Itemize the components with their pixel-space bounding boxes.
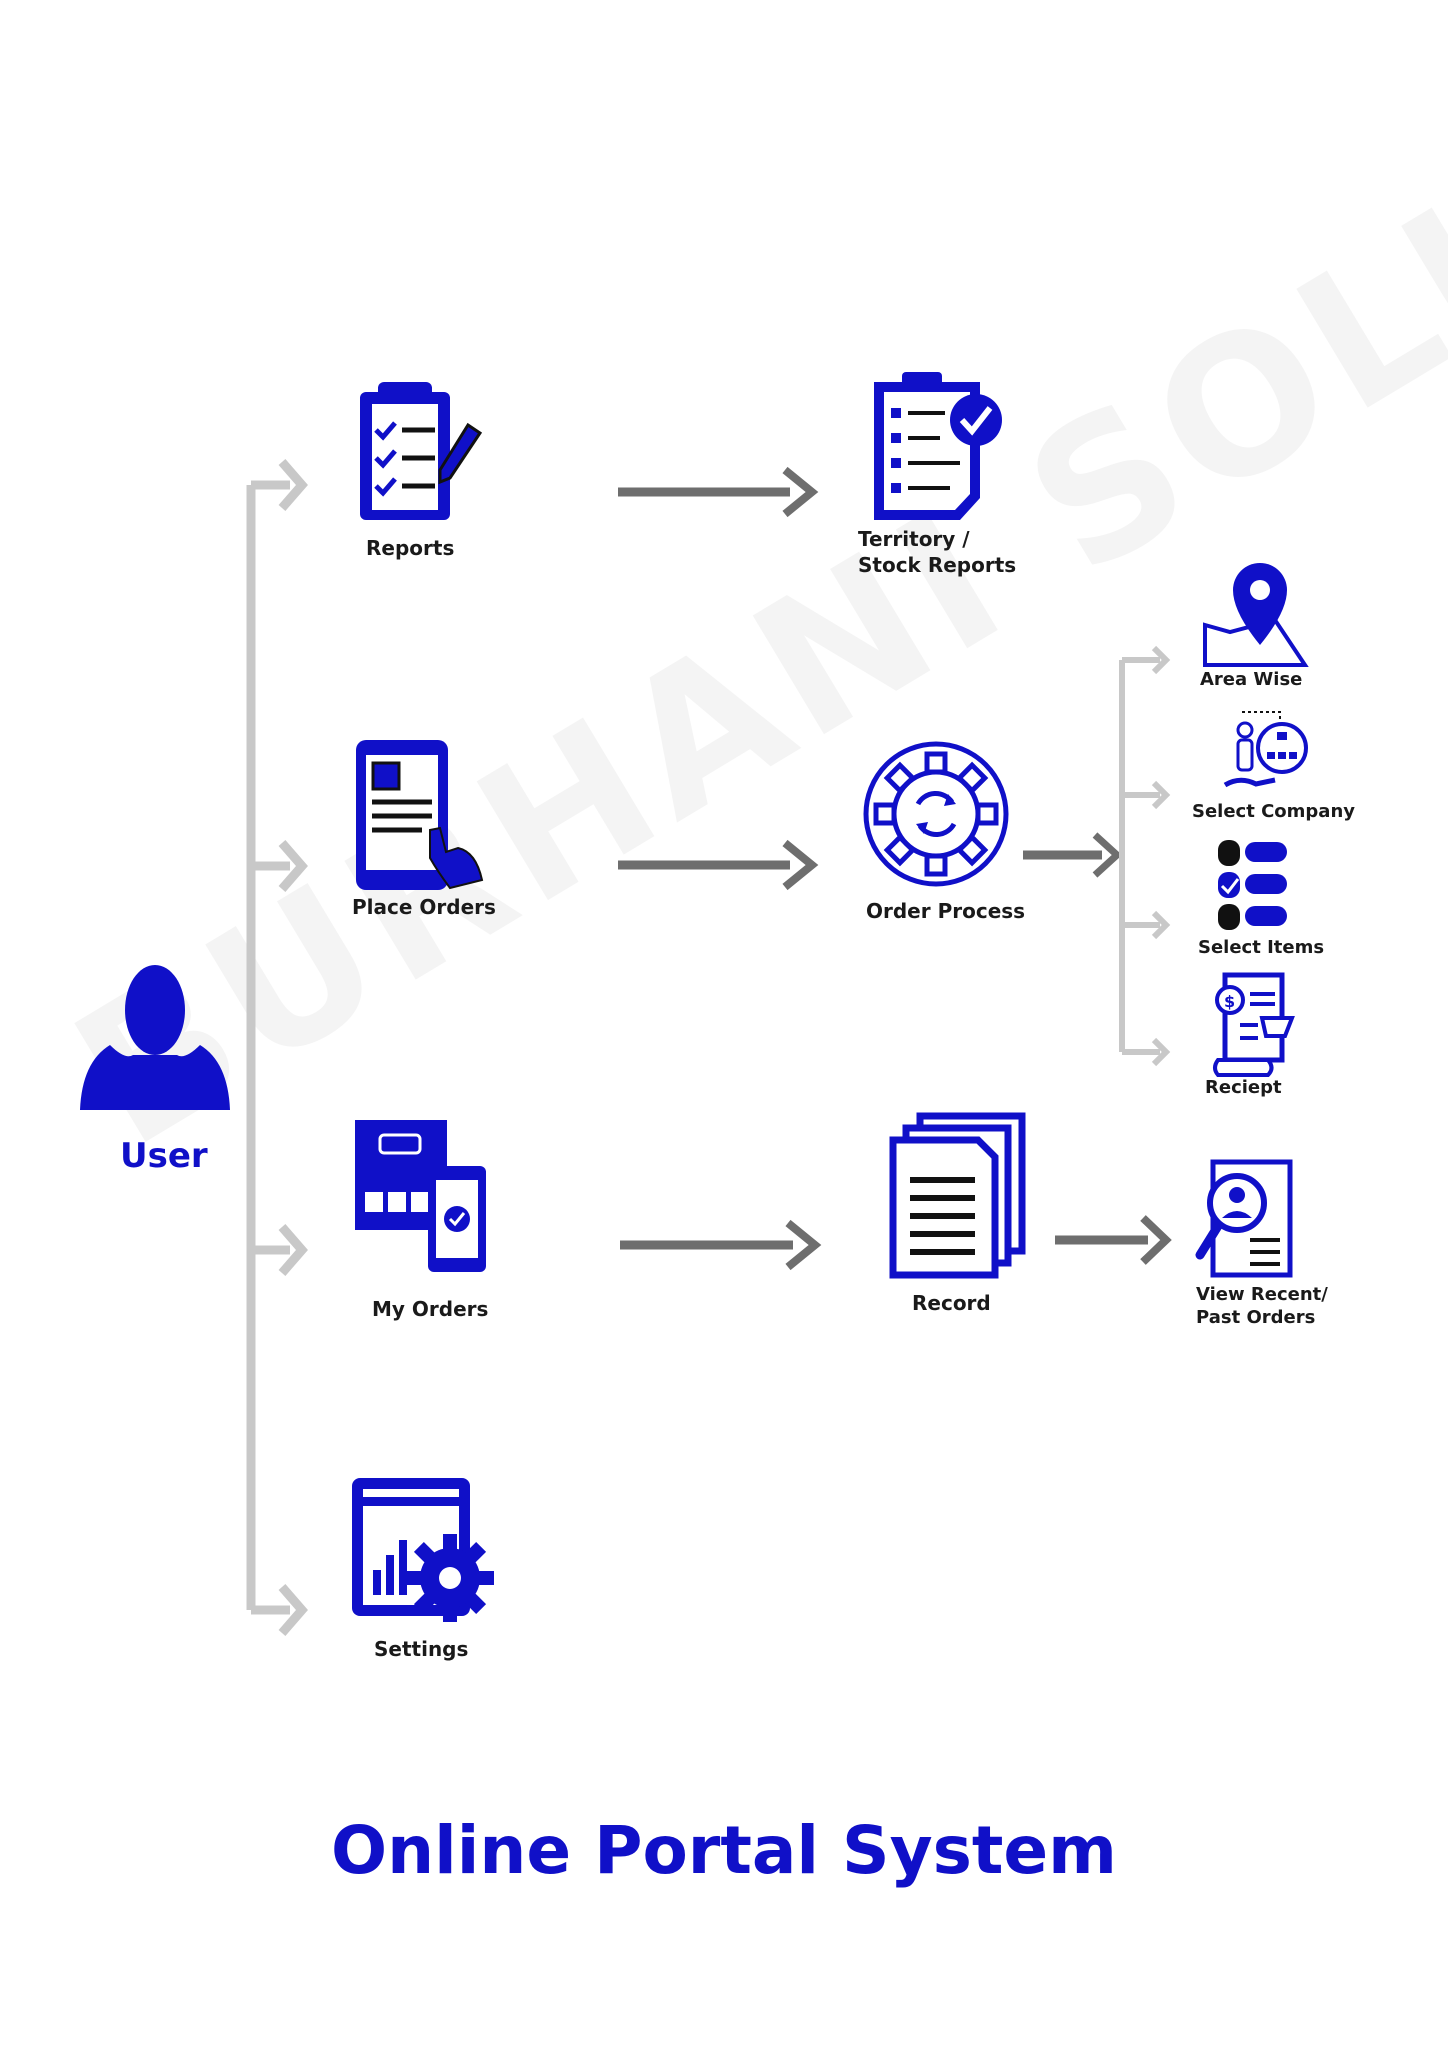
step-label-receipt: Reciept: [1205, 1077, 1282, 1098]
page-title: Online Portal System: [331, 1812, 1117, 1889]
profile-search-icon: [1195, 1159, 1293, 1278]
flow-arrows: [618, 466, 1172, 1271]
node-label-order-process: Order Process: [866, 899, 1026, 923]
branch-label-settings: Settings: [374, 1637, 469, 1661]
order-process-connector: [1119, 645, 1171, 1067]
step-label-select-company: Select Company: [1192, 801, 1356, 822]
node-label-record: Record: [912, 1291, 991, 1315]
checklist-items-icon: [1218, 840, 1287, 930]
svg-text:$: $: [1224, 992, 1235, 1011]
node-label-view-orders: View Recent/ Past Orders: [1196, 1284, 1328, 1329]
gear-cycle-icon: [863, 741, 1009, 887]
receipt-icon: $: [1213, 972, 1295, 1077]
documents-stack-icon: [889, 1112, 1026, 1279]
clipboard-checklist-icon: [360, 382, 483, 520]
company-select-icon: [1223, 711, 1308, 788]
branch-label-my-orders: My Orders: [372, 1297, 489, 1321]
mobile-order-icon: [356, 740, 484, 890]
branch-label-reports: Reports: [366, 536, 455, 560]
report-check-icon: [874, 372, 1002, 520]
user-label: User: [120, 1136, 208, 1176]
branch-label-place-orders: Place Orders: [352, 895, 496, 919]
map-pin-icon: [1203, 563, 1309, 667]
node-label-territory-reports: Territory / Stock Reports: [858, 527, 1017, 577]
user-icon: [80, 965, 230, 1110]
step-label-area-wise: Area Wise: [1200, 669, 1303, 690]
dashboard-settings-icon: [352, 1478, 494, 1622]
step-label-select-items: Select Items: [1198, 937, 1325, 958]
root-connector-heads: [278, 459, 308, 1636]
root-connector: [246, 480, 290, 1615]
shop-mobile-icon: [355, 1120, 486, 1272]
